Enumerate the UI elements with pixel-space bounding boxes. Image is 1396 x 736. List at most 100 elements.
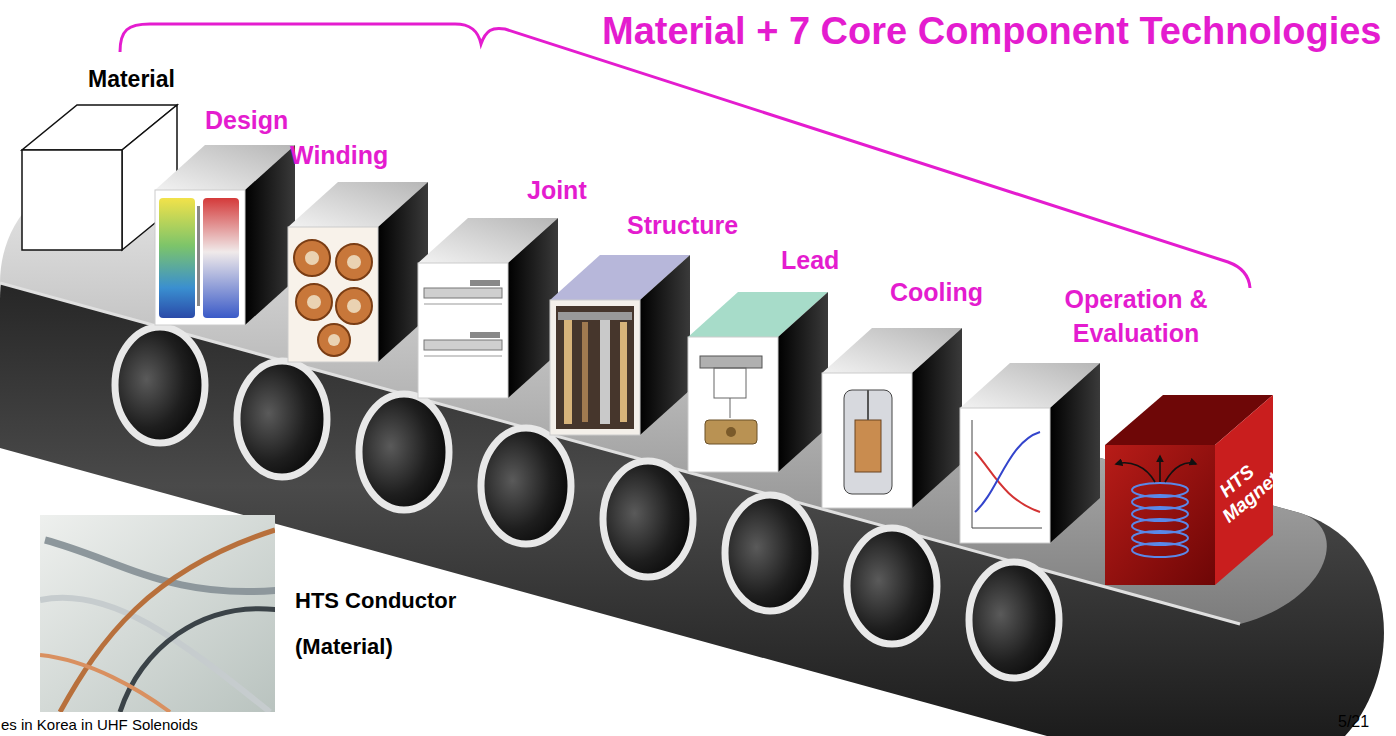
structure-rod <box>564 320 572 424</box>
cube-front <box>155 190 245 325</box>
design-cube <box>155 145 295 325</box>
technology-block: Operation & Evaluation <box>960 283 1236 543</box>
cryostat-core <box>855 420 881 472</box>
lead-sketch <box>730 398 731 418</box>
component-label: Joint <box>527 176 587 205</box>
material-block: Material <box>22 66 177 250</box>
component-label: Operation & Evaluation <box>1036 283 1236 351</box>
component-label: Cooling <box>890 278 983 307</box>
structure-rod <box>620 322 627 422</box>
lead-sketch <box>714 368 746 398</box>
cube-side <box>912 328 962 508</box>
roller <box>359 394 449 510</box>
plot-curve <box>975 432 1040 512</box>
cube-front <box>22 150 122 250</box>
cube-front <box>822 373 912 508</box>
coil-symbol <box>1132 483 1188 557</box>
cube-front <box>960 408 1050 543</box>
footer-text: es in Korea in UHF Solenoids <box>1 717 198 734</box>
component-label: Material <box>88 66 175 92</box>
magnet-block: HTS Magnet <box>1105 395 1273 585</box>
pancake-coil <box>336 244 372 280</box>
roller <box>725 495 815 611</box>
pancake-coil <box>336 288 372 324</box>
winding-cube <box>288 182 428 362</box>
lead-terminal <box>726 427 736 437</box>
structure-rod <box>582 322 588 422</box>
cube-side <box>640 255 690 435</box>
lead-terminal <box>705 420 757 444</box>
field-arrows <box>1116 456 1196 482</box>
cube-front <box>688 337 778 472</box>
title-heading: Material + 7 Core Component Technologies <box>602 12 1381 50</box>
material-cube <box>22 105 177 250</box>
component-label: Winding <box>290 141 388 170</box>
technology-block: Cooling <box>822 278 983 508</box>
structure-rod <box>600 320 610 424</box>
belt-body <box>0 180 1384 736</box>
cube-front <box>550 300 640 435</box>
joint-sketch <box>424 340 502 350</box>
field-plot <box>159 198 195 318</box>
pancake-core <box>305 251 319 265</box>
joint-sketch <box>424 288 502 298</box>
pancake-coil <box>318 324 350 356</box>
cooling-cube <box>822 328 962 508</box>
structure-photo <box>556 306 634 429</box>
roller <box>115 327 205 443</box>
joint-sketch <box>424 304 502 305</box>
roller <box>847 528 937 644</box>
cryostat <box>844 390 892 494</box>
operation-cube <box>960 363 1100 543</box>
cube-side <box>778 292 828 472</box>
lead-cube <box>688 292 828 472</box>
cube-front <box>1105 445 1215 585</box>
cube-front <box>288 227 378 362</box>
pancake-core <box>307 295 321 309</box>
pancake-core <box>328 334 340 346</box>
roller <box>237 361 327 477</box>
pancake-core <box>347 255 361 269</box>
joint-cube <box>418 218 558 398</box>
pancake-coil <box>296 284 332 320</box>
component-label: Lead <box>781 246 839 275</box>
technology-block: Structure <box>550 211 738 435</box>
page-number: 5/21 <box>1338 713 1369 731</box>
cryostat-pipe <box>867 390 869 420</box>
joint-sketch <box>424 356 502 357</box>
field-plot <box>203 198 239 318</box>
cube-side <box>1050 363 1100 543</box>
tape-strip <box>45 540 275 592</box>
joint-sketch <box>470 332 500 338</box>
technology-block: Joint <box>418 176 587 398</box>
joint-sketch <box>470 280 500 286</box>
field-arrow <box>1116 463 1155 482</box>
technology-block: Design <box>155 106 295 325</box>
technology-block: Lead <box>688 246 839 472</box>
lead-sketch <box>700 356 762 368</box>
field-arrow <box>1159 456 1161 482</box>
pancake-core <box>347 299 361 313</box>
structure-plate <box>558 312 632 320</box>
cube-front <box>418 263 508 398</box>
roller <box>969 562 1059 678</box>
component-label: Structure <box>627 211 738 240</box>
roller <box>603 461 693 577</box>
material-caption: HTS Conductor (Material) <box>295 578 467 670</box>
plot-axes <box>972 420 1042 528</box>
technology-block: Winding <box>288 141 428 362</box>
magnet-label: HTS Magnet <box>1201 449 1288 531</box>
component-label: Design <box>205 106 288 135</box>
conductor-photo <box>40 515 280 712</box>
color-bar <box>197 206 200 306</box>
pancake-coil <box>294 240 330 276</box>
roller <box>481 428 571 544</box>
coil-turn <box>1132 543 1188 557</box>
structure-cube <box>550 255 690 435</box>
tape-strip <box>40 655 170 712</box>
tape-strip <box>120 609 275 712</box>
tape-strips <box>40 530 275 712</box>
tape-strip <box>60 530 275 712</box>
